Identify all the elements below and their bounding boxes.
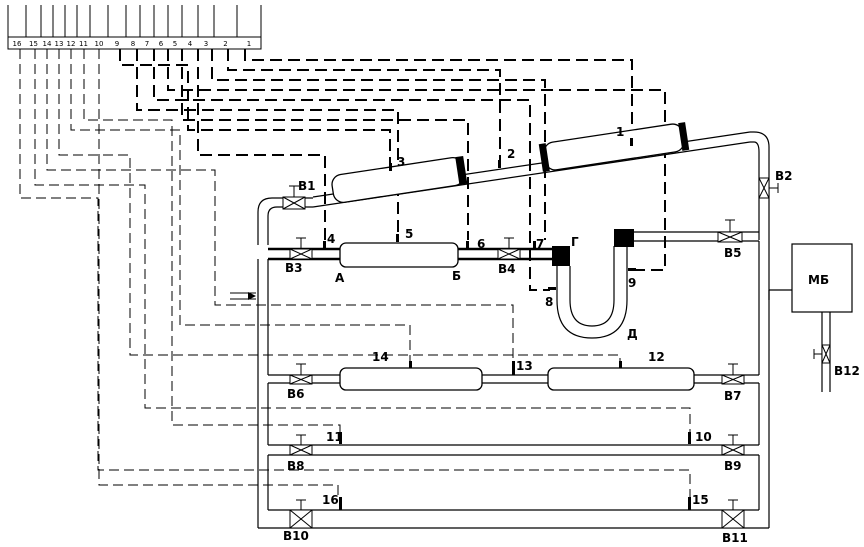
- valves: [282, 177, 831, 529]
- valve-b7: [721, 363, 745, 385]
- terminal-label: 3: [204, 40, 208, 48]
- valve-b10: [289, 499, 313, 529]
- terminal-label: 4: [188, 40, 193, 48]
- terminal-label: 15: [29, 40, 38, 48]
- valve-b2: [758, 177, 779, 199]
- valve-b12: [813, 344, 831, 364]
- sensor-labels: 1 2 3 4 5 6 7 8 9 10 11 12 13 14 15 16: [322, 125, 712, 507]
- sensor-label-16: 16: [322, 493, 339, 507]
- fitting-g: [552, 246, 570, 266]
- sensor-label-11: 11: [326, 430, 343, 444]
- section-upper-left: [331, 155, 468, 203]
- sensor-label-1: 1: [616, 125, 624, 139]
- section-main: [339, 242, 459, 268]
- terminal-label: 12: [67, 40, 76, 48]
- terminal-label: 5: [173, 40, 177, 48]
- valve-label-b8: В8: [287, 459, 305, 473]
- sensor-label-13: 13: [516, 359, 533, 373]
- valve-b3: [289, 237, 313, 260]
- point-label-d: Д: [627, 327, 638, 341]
- terminal-label: 10: [95, 40, 104, 48]
- valve-label-b9: В9: [724, 459, 742, 473]
- valve-label-b5: В5: [724, 246, 742, 260]
- tank-label: МБ: [808, 273, 829, 287]
- sensor-label-14: 14: [372, 350, 389, 364]
- terminal-label: 1: [247, 40, 251, 48]
- terminal-label: 16: [13, 40, 22, 48]
- valve-b1: [282, 185, 306, 210]
- sensor-label-4: 4: [327, 232, 335, 246]
- valve-b6: [289, 363, 313, 385]
- section-12: [547, 367, 695, 391]
- terminal-label: 6: [159, 40, 164, 48]
- point-label-b: Б: [452, 269, 461, 283]
- valve-b5: [717, 219, 743, 243]
- sensor-label-3: 3: [397, 155, 405, 169]
- valve-label-b3: В3: [285, 261, 303, 275]
- valve-label-b4: В4: [498, 262, 516, 276]
- section-14: [339, 367, 483, 391]
- terminal-label: 13: [55, 40, 64, 48]
- section-upper-right: [538, 122, 690, 172]
- valve-b8: [289, 434, 313, 456]
- test-sections: [331, 122, 853, 391]
- sensor-label-10: 10: [695, 430, 712, 444]
- valve-b11: [721, 499, 745, 529]
- fitting-u-outlet: [614, 229, 634, 247]
- valve-b4: [497, 237, 521, 260]
- terminal-label: 14: [43, 40, 52, 48]
- terminal-label: 2: [223, 40, 227, 48]
- valve-label-b7: В7: [724, 389, 742, 403]
- sensor-label-7: 7: [536, 237, 544, 251]
- sensor-label-8: 8: [545, 295, 553, 309]
- terminal-label: 8: [131, 40, 135, 48]
- sensor-label-12: 12: [648, 350, 665, 364]
- terminal-label: 7: [145, 40, 149, 48]
- valve-labels: В1 В2 В3 В4 В5 В6 В7 В8 В9 В10 В11 В12: [283, 169, 860, 545]
- valve-label-b12: В12: [834, 364, 860, 378]
- valve-label-b10: В10: [283, 529, 309, 543]
- point-labels: А Б Г Д МБ: [335, 235, 829, 341]
- sensor-label-2: 2: [507, 147, 515, 161]
- terminal-label: 11: [79, 40, 88, 48]
- valve-b9: [721, 434, 745, 456]
- sensor-label-5: 5: [405, 227, 413, 241]
- signal-wires: [19, 49, 691, 500]
- point-label-g: Г: [571, 235, 579, 249]
- valve-label-b11: В11: [722, 531, 748, 545]
- tank-body: [791, 243, 853, 313]
- sensor-label-15: 15: [692, 493, 709, 507]
- terminal-label: 9: [115, 40, 119, 48]
- valve-label-b1: В1: [298, 179, 316, 193]
- valve-label-b2: В2: [775, 169, 793, 183]
- sensor-label-9: 9: [628, 276, 636, 290]
- sensor-taps: [323, 138, 691, 510]
- sensor-label-6: 6: [477, 237, 485, 251]
- valve-label-b6: В6: [287, 387, 305, 401]
- point-label-a: А: [335, 271, 345, 285]
